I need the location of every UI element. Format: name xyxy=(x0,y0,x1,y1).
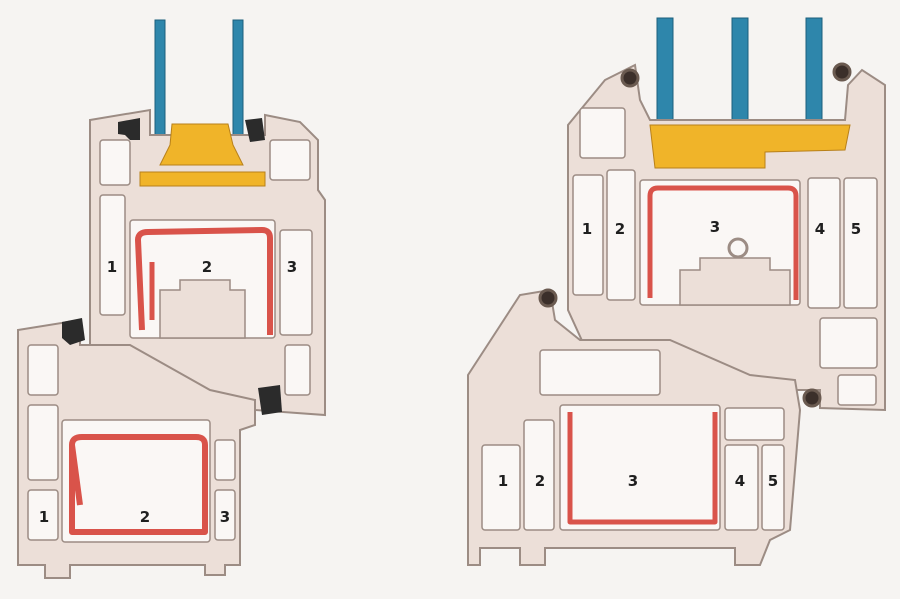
right-sash-reinforcement xyxy=(647,185,799,300)
left-frame-reinforcement xyxy=(69,434,208,535)
right-sash-chamber-top xyxy=(579,107,626,159)
right-sash-label-3: 3 xyxy=(710,218,720,236)
right-frame-chamber-2 xyxy=(523,419,555,531)
right-gasket-frame-inner xyxy=(802,388,822,408)
right-glazing-bead xyxy=(649,124,851,169)
right-frame-chamber-middle xyxy=(539,349,661,396)
right-frame-label-2: 2 xyxy=(535,472,545,490)
right-sash-label-4: 4 xyxy=(815,220,825,238)
left-frame-chamber-mid xyxy=(27,404,59,481)
right-frame-label-5: 5 xyxy=(768,472,778,490)
left-sash-reinforcement xyxy=(135,227,273,335)
right-sash-boss xyxy=(679,257,791,306)
left-sash-chamber-lower xyxy=(284,344,311,396)
right-sash-label-5: 5 xyxy=(851,220,861,238)
left-sash-chamber-top xyxy=(99,139,131,186)
left-sash-label-1: 1 xyxy=(107,258,117,276)
left-profile xyxy=(17,19,326,579)
right-sash-chamber-corner xyxy=(837,374,877,406)
right-glass-pane-3 xyxy=(805,17,823,129)
left-gasket-top-outer xyxy=(118,118,140,140)
left-frame-chamber-upper xyxy=(214,439,236,481)
right-sash-label-1: 1 xyxy=(582,220,592,238)
right-frame-chamber-5 xyxy=(761,444,785,531)
left-frame-label-3: 3 xyxy=(220,508,230,526)
right-glass-pane-1 xyxy=(656,17,674,129)
right-frame-chamber-4 xyxy=(724,444,759,531)
right-glass-pane-2 xyxy=(731,17,749,129)
left-frame-chamber-3 xyxy=(214,489,236,541)
chamber-labels: 1 2 3 1 2 3 1 2 3 4 5 1 2 3 4 5 xyxy=(39,218,861,526)
left-gasket-top-inner xyxy=(245,118,265,142)
right-frame-reinforcement xyxy=(567,412,718,525)
left-sash-chamber-3 xyxy=(279,229,313,336)
right-gasket-top-outer xyxy=(620,68,640,88)
right-profile xyxy=(467,17,886,566)
right-gasket-top-inner xyxy=(832,62,852,82)
left-glazing-bead xyxy=(159,123,244,166)
left-frame-chamber-2 xyxy=(61,419,211,543)
right-sash-chamber-1 xyxy=(572,174,604,296)
right-frame-label-1: 1 xyxy=(498,472,508,490)
right-sash-chamber-2 xyxy=(606,169,636,301)
left-sash-boss xyxy=(159,279,246,339)
right-sash-chamber-lower xyxy=(819,317,878,369)
left-sash-chamber-1 xyxy=(99,194,126,316)
right-frame-label-4: 4 xyxy=(735,472,745,490)
right-frame-label-3: 3 xyxy=(628,472,638,490)
right-frame-chamber-3 xyxy=(559,404,721,531)
left-frame-chamber-1 xyxy=(27,489,59,541)
right-sash-screw-channel xyxy=(727,237,749,259)
right-sash-chamber-4 xyxy=(807,177,841,309)
left-glazing-spacer xyxy=(139,171,266,187)
left-sash-chamber-upper xyxy=(269,139,311,181)
left-sash-label-2: 2 xyxy=(202,258,212,276)
left-gasket-frame-outer xyxy=(62,318,85,345)
left-sash-label-3: 3 xyxy=(287,258,297,276)
left-frame-label-2: 2 xyxy=(140,508,150,526)
right-sash-label-2: 2 xyxy=(615,220,625,238)
right-gasket-frame-outer xyxy=(538,288,558,308)
right-sash-chamber-5 xyxy=(843,177,878,309)
right-frame-chamber-upper xyxy=(724,407,785,441)
left-frame-chamber-top xyxy=(27,344,59,396)
left-frame-label-1: 1 xyxy=(39,508,49,526)
right-frame-chamber-1 xyxy=(481,444,521,531)
left-gasket-frame-inner xyxy=(258,385,282,415)
